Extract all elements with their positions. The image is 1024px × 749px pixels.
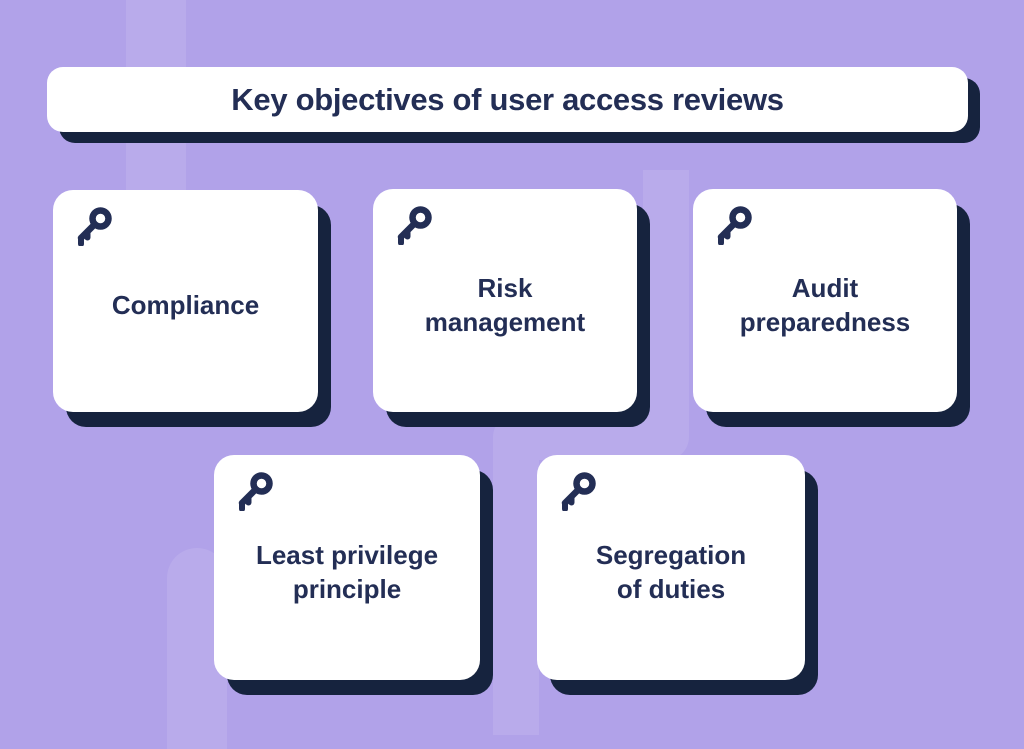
key-icon	[561, 472, 596, 511]
title-card: Key objectives of user access reviews	[47, 67, 968, 132]
card-label: Segregation of duties	[595, 539, 747, 604]
card-risk-management: Risk management	[373, 189, 637, 412]
key-icon	[717, 206, 752, 245]
page-title: Key objectives of user access reviews	[231, 81, 784, 117]
key-icon	[397, 206, 432, 245]
card-audit-preparedness: Audit preparedness	[693, 189, 957, 412]
card-label: Risk management	[424, 272, 586, 337]
key-icon	[238, 472, 273, 511]
key-icon	[77, 207, 112, 246]
card-segregation-of-duties: Segregation of duties	[537, 455, 805, 680]
card-label: Compliance	[111, 290, 260, 320]
card-label: Audit preparedness	[739, 272, 911, 337]
card-least-privilege-principle: Least privilege principle	[214, 455, 480, 680]
card-label: Least privilege principle	[255, 539, 439, 604]
card-compliance: Compliance	[53, 190, 318, 412]
